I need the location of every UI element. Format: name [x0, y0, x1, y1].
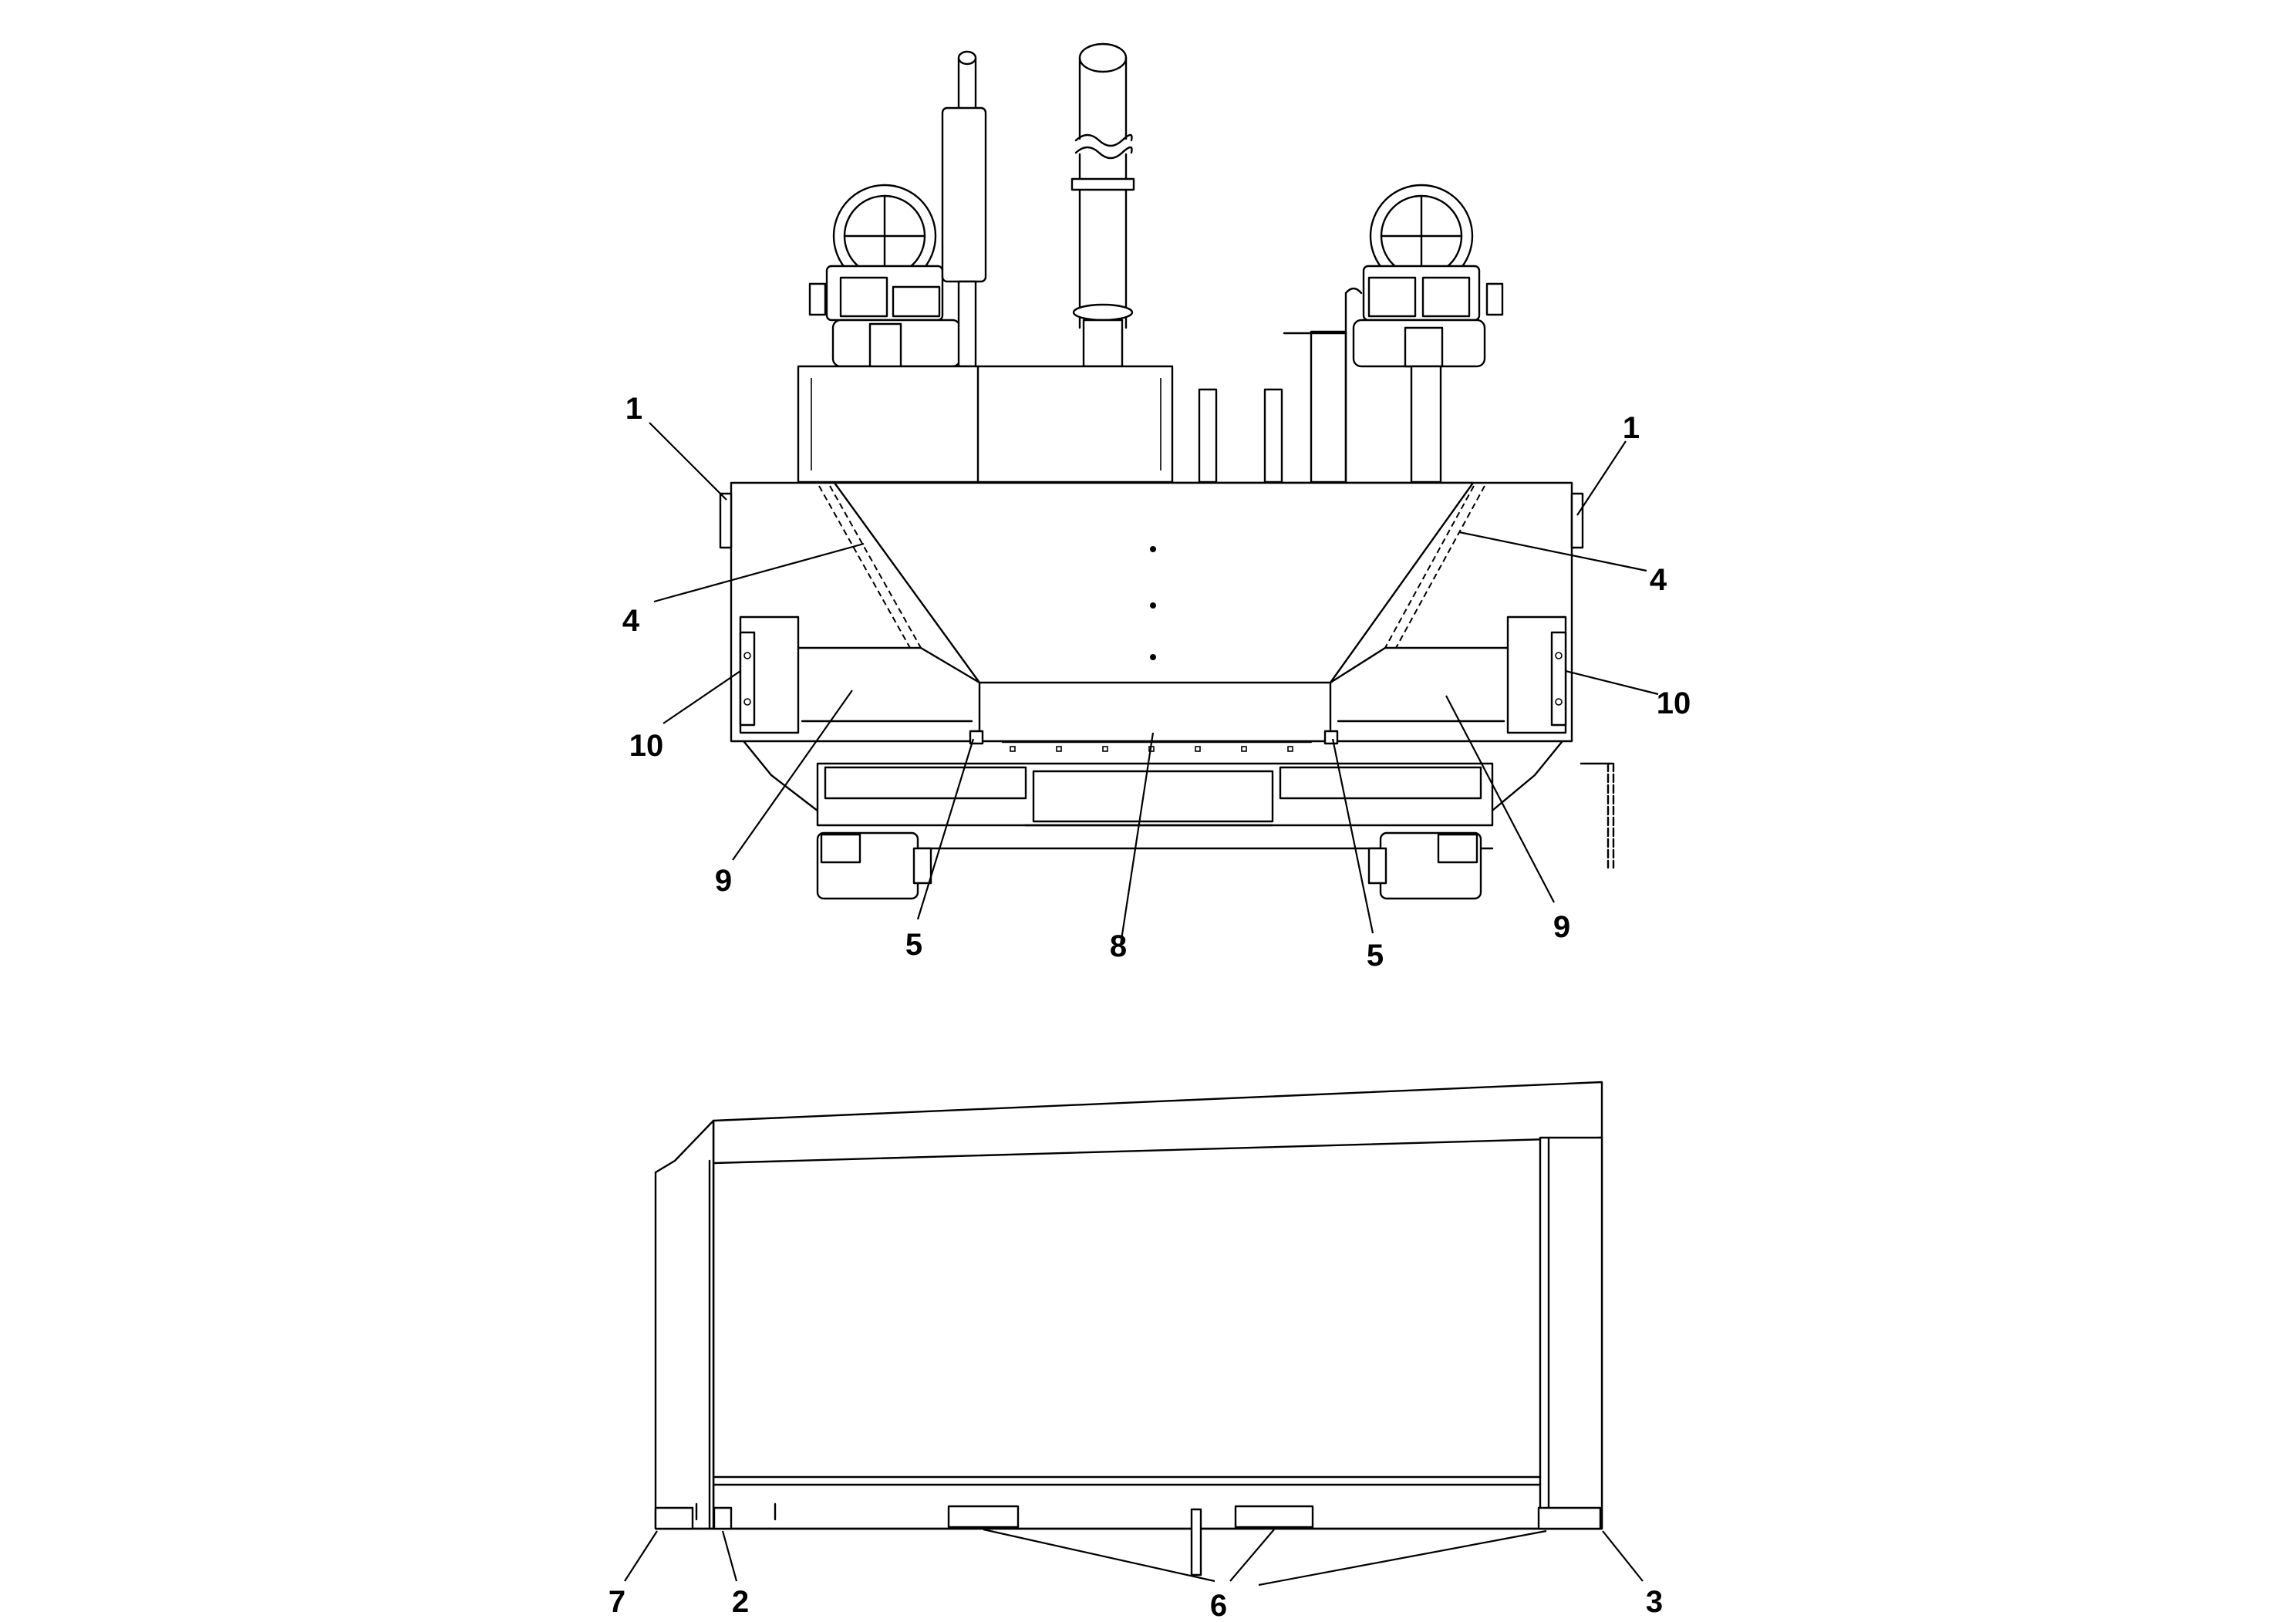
engine-housing	[797, 365, 1174, 484]
right-operator-seat	[1352, 184, 1504, 484]
paver-machine-view	[719, 42, 1615, 900]
callout-10-left: 10	[629, 729, 664, 763]
callout-2: 2	[732, 1585, 749, 1619]
exhaust-stack	[1070, 42, 1135, 368]
bolt-row	[1010, 746, 1293, 752]
leader-lines	[624, 422, 1659, 1587]
callout-10-right: 10	[1657, 686, 1691, 720]
callout-4-left: 4	[622, 604, 640, 638]
callout-4-right: 4	[1650, 563, 1667, 597]
callout-6: 6	[1210, 1589, 1227, 1622]
hydraulic-cylinder	[941, 50, 987, 368]
callout-9-left: 9	[715, 864, 732, 898]
panel-outline	[712, 1081, 1603, 1530]
pad-right	[1234, 1505, 1314, 1529]
callout-5-right: 5	[1367, 939, 1384, 973]
hopper-side-panel-view	[654, 1081, 1603, 1576]
callout-7: 7	[609, 1585, 625, 1619]
callout-8: 8	[1110, 929, 1127, 963]
left-operator-seat	[808, 184, 962, 372]
callout-1-right: 1	[1623, 411, 1640, 445]
callout-labels: 1 1 4 4 10 10 9 9 5 5 8 7 2 6 3	[609, 392, 1691, 1622]
pad-left	[947, 1505, 1020, 1529]
callout-5-left: 5	[905, 928, 922, 962]
callout-3: 3	[1646, 1585, 1663, 1619]
callout-1-left: 1	[625, 392, 642, 426]
callout-9-right: 9	[1553, 910, 1570, 944]
